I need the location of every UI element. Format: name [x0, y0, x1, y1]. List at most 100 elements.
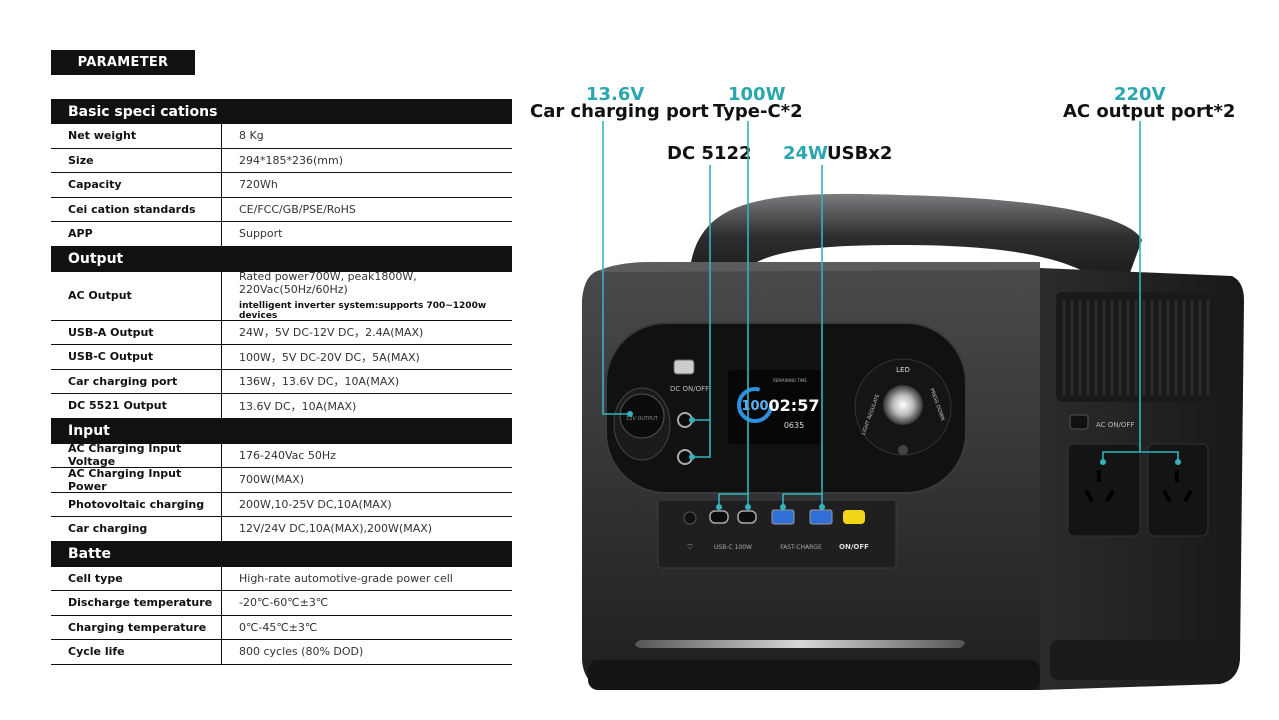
spec-value-main: Rated power700W, peak1800W, 220Vac(50Hz/… [239, 270, 417, 296]
usb-callout [782, 165, 823, 507]
spec-value: CE/FCC/GB/PSE/RoHS [239, 202, 356, 216]
table-row: USB-A Output 24W，5V DC-12V DC，2.4A(MAX) [51, 320, 512, 345]
car-socket-text: 12V OUTPUT [626, 416, 659, 422]
spec-value: High-rate automotive-grade power cell [239, 571, 453, 585]
spec-value: 12V/24V DC,10A(MAX),200W(MAX) [239, 522, 433, 536]
spec-value: 136W，13.6V DC，10A(MAX) [239, 375, 400, 389]
table-row: APP Support [51, 222, 512, 247]
usbc-label: USB-C 100W [714, 544, 752, 551]
spec-key: AC Output [51, 271, 222, 320]
base [588, 660, 1040, 690]
spec-key: APP [51, 222, 222, 246]
spec-value: 13.6V DC，10A(MAX) [239, 399, 357, 413]
ac-value-label: 220V [1114, 84, 1166, 105]
table-row: Car charging 12V/24V DC,10A(MAX),200W(MAX… [51, 517, 512, 542]
usb-value-label: 24W [783, 143, 828, 164]
lcd-screen: 100 REMAINING TIME 02:57 0635 [728, 370, 822, 444]
handle [690, 193, 1142, 300]
parameter-badge: PARAMETER [51, 50, 195, 75]
spec-key: Cycle life [51, 640, 222, 664]
dc-onoff-label: DC ON/OFF [670, 385, 709, 393]
callout-lines [602, 121, 1179, 507]
usba-port-2 [809, 509, 833, 525]
spec-value: 720Wh [239, 178, 278, 192]
callout-dots [627, 411, 1181, 510]
spec-key: AC Charging Input Power [51, 467, 222, 493]
section-header-basic: Basic speci cations [51, 99, 512, 124]
spec-value: Rated power700W, peak1800W, 220Vac(50Hz/… [222, 270, 512, 321]
table-row: AC Output Rated power700W, peak1800W, 220… [51, 270, 512, 321]
table-row: Car charging port 136W，13.6V DC，10A(MAX) [51, 369, 512, 394]
spec-key: USB-C Output [51, 345, 222, 369]
ac-callout-2 [1140, 451, 1179, 462]
ac-onoff-label: AC ON/OFF [1096, 421, 1134, 429]
ac-switch [1069, 414, 1089, 430]
led-label: LED [896, 366, 910, 374]
spec-key: Car charging [51, 517, 222, 541]
table-row: AC Charging Input Power 700W(MAX) [51, 467, 512, 493]
ac-outlet-left [1067, 443, 1141, 537]
screen-percent: 100 [741, 399, 768, 414]
usba-port-1 [771, 509, 795, 525]
car-socket: 12V OUTPUT [613, 387, 671, 461]
usbc-port-1 [709, 510, 729, 524]
table-row: Cell type High-rate automotive-grade powe… [51, 566, 512, 591]
spec-value: 800 cycles (80% DOD) [239, 645, 364, 659]
table-row: USB-C Output 100W，5V DC-20V DC，5A(MAX) [51, 345, 512, 370]
car-port-value-label: 13.6V [586, 84, 645, 105]
dc-switch [673, 359, 695, 375]
screen-time: 02:57 [769, 396, 820, 415]
spec-key: Discharge temperature [51, 591, 222, 615]
spec-key: USB-A Output [51, 320, 222, 344]
table-row: Cycle life 800 cycles (80% DOD) [51, 640, 512, 665]
usb-label: USBx2 [827, 143, 893, 164]
side-vent [1056, 292, 1216, 402]
spec-key: Photovoltaic charging [51, 492, 222, 516]
spec-key: Cell type [51, 566, 222, 590]
spec-key: Charging temperature [51, 615, 222, 639]
section-header-battery: Batte [51, 541, 512, 567]
car-port-label: Car charging port [530, 101, 709, 122]
ac-label: AC output port*2 [1063, 101, 1236, 122]
ac-callout [1102, 121, 1141, 462]
section-header-input: Input [51, 418, 512, 444]
table-row: DC 5521 Output 13.6V DC，10A(MAX) [51, 394, 512, 419]
wifi-icon: ⌔ [686, 543, 694, 553]
side-foot [1050, 640, 1230, 680]
screen-watts: 0635 [784, 421, 804, 430]
led-dial: LED LIGHT REGULATE PRESS DOWN [854, 358, 952, 456]
typec-value-label: 100W [728, 84, 786, 105]
spec-value: 0℃-45℃±3℃ [239, 620, 318, 634]
spec-value: Support [239, 227, 283, 241]
table-row: Net weight 8 Kg [51, 124, 512, 149]
spec-value: 24W，5V DC-12V DC，2.4A(MAX) [239, 326, 424, 340]
onoff-label: ON/OFF [839, 543, 869, 551]
light-strip [635, 640, 965, 648]
dc5122-label: DC 5122 [667, 143, 752, 164]
table-row: Discharge temperature -20℃-60℃±3℃ [51, 591, 512, 616]
spec-value-sub: intelligent inverter system:supports 700… [239, 301, 487, 321]
ac-outlet-right [1147, 443, 1209, 537]
car-port-callout [602, 121, 630, 415]
section-header-output: Output [51, 246, 512, 272]
screen-caption: REMAINING TIME [773, 378, 807, 383]
spec-value: -20℃-60℃±3℃ [239, 596, 329, 610]
spec-key: DC 5521 Output [51, 394, 222, 418]
spec-key: AC Charging Input Voltage [51, 442, 222, 468]
spec-value: 294*185*236(mm) [239, 153, 344, 167]
yellow-power-button [843, 510, 865, 524]
spec-key: Car charging port [51, 369, 222, 393]
wireless-button [683, 511, 697, 525]
spec-value: 700W(MAX) [239, 473, 305, 487]
spec-key: Cei cation standards [51, 197, 222, 221]
table-row: Cei cation standards CE/FCC/GB/PSE/RoHS [51, 197, 512, 222]
spec-key: Net weight [51, 124, 222, 148]
spec-value: 8 Kg [239, 129, 264, 143]
usbc-port-2 [737, 510, 757, 524]
spec-value: 100W，5V DC-20V DC，5A(MAX) [239, 350, 420, 364]
